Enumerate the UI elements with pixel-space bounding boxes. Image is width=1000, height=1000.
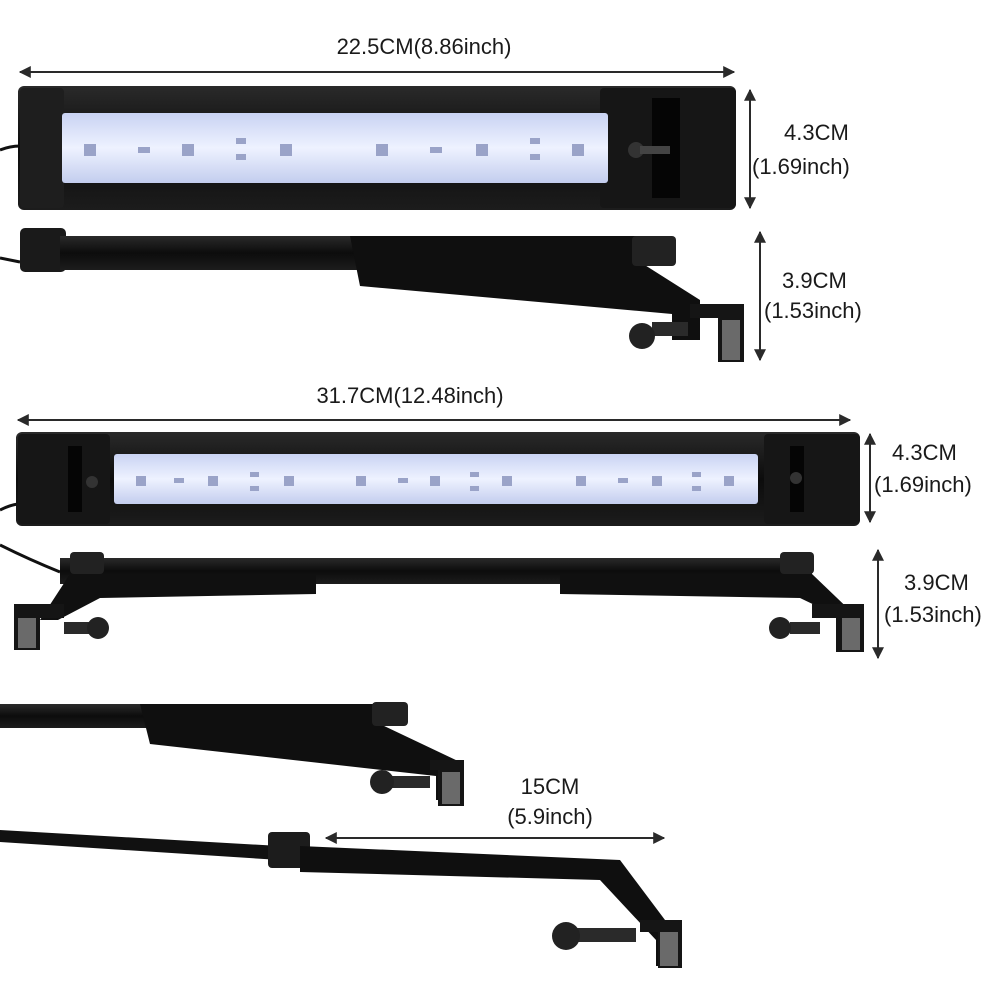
large-light-top-view xyxy=(0,432,860,526)
large-light-height-cm: 4.3CM xyxy=(892,440,957,465)
end-cap-left xyxy=(18,434,110,524)
large-light-side-view xyxy=(0,543,864,652)
large-light-height-in: (1.69inch) xyxy=(874,472,972,497)
bracket-arm xyxy=(350,236,700,340)
power-cable xyxy=(0,144,21,152)
small-length-label: 22.5CM(8.86inch) xyxy=(336,34,512,59)
bar-body xyxy=(60,236,360,270)
clamp-knob-right xyxy=(769,617,791,639)
extension-cm-label: 15CM xyxy=(520,774,580,799)
bar-end-cap xyxy=(20,228,66,272)
small-bracket-height-in: (1.53inch) xyxy=(764,298,862,323)
small-light-top-view xyxy=(0,86,736,210)
clamp-screw-shaft xyxy=(652,322,688,336)
end-cap-right xyxy=(764,434,860,524)
clamp-knob xyxy=(629,323,655,349)
large-bracket-height-cm: 3.9CM xyxy=(904,570,969,595)
clamp-screw-shaft xyxy=(640,146,670,154)
large-length-label: 31.7CM(12.48inch) xyxy=(316,383,504,408)
dimension-arrows xyxy=(16,66,884,844)
small-light-height-cm: 4.3CM xyxy=(784,120,849,145)
led-panel xyxy=(62,113,608,183)
small-light-height-in: (1.69inch) xyxy=(752,154,850,179)
led-chips xyxy=(136,472,734,491)
clamp-knob-left xyxy=(87,617,109,639)
bracket-arm-left xyxy=(40,574,316,620)
bracket-hook-pad xyxy=(722,320,740,360)
bracket-cap-right xyxy=(780,552,814,574)
small-bracket-height-cm: 3.9CM xyxy=(782,268,847,293)
led-chips xyxy=(84,138,584,160)
extension-in-label: (5.9inch) xyxy=(507,804,593,829)
bracket-cap xyxy=(632,236,676,266)
bracket-extended-view xyxy=(0,830,682,968)
bracket-retracted-view xyxy=(0,702,464,806)
end-cap-left xyxy=(20,88,64,208)
small-light-side-view xyxy=(0,228,744,362)
bracket-cap-left xyxy=(70,552,104,574)
bracket-arm-right xyxy=(560,574,860,620)
power-cable xyxy=(0,502,19,512)
large-bracket-height-in: (1.53inch) xyxy=(884,602,982,627)
